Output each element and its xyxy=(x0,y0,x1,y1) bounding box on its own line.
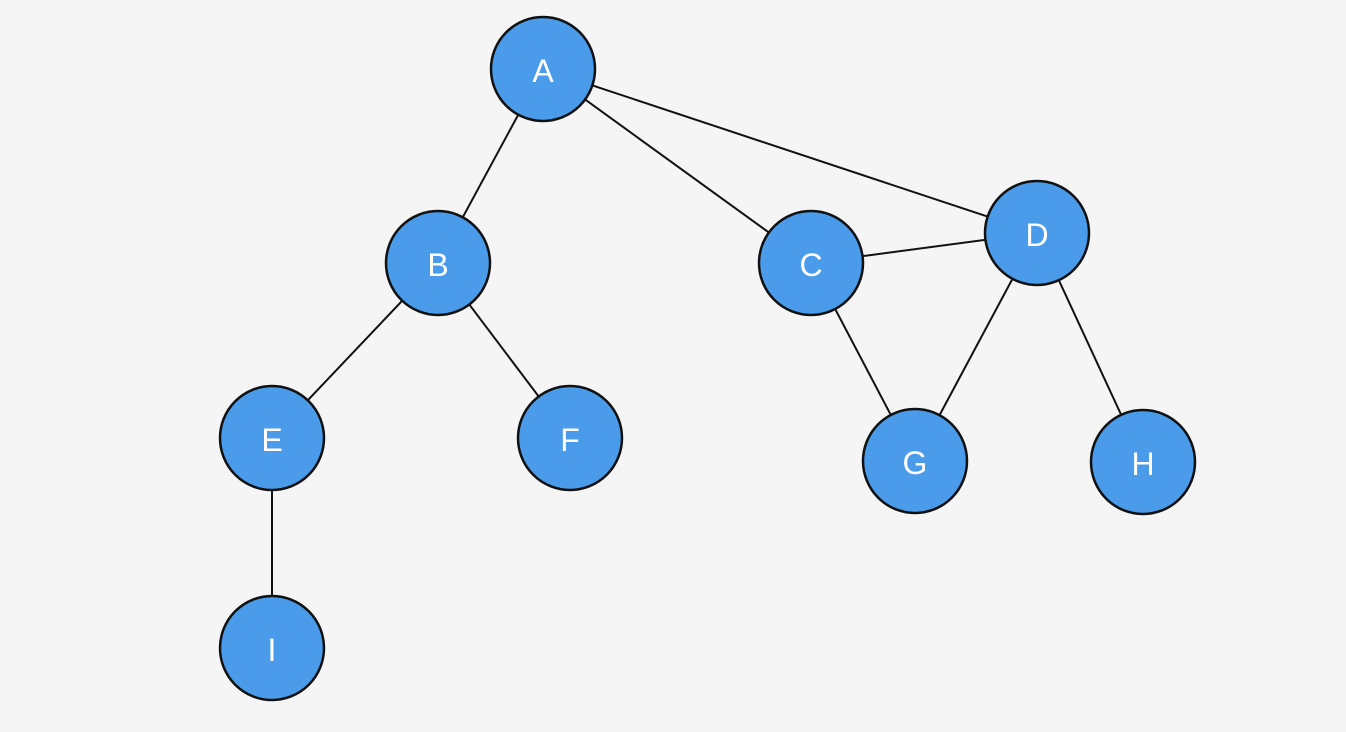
node-H: H xyxy=(1089,408,1197,516)
node-F-circle xyxy=(516,384,624,492)
node-D-label: D xyxy=(1025,217,1048,253)
node-G-circle xyxy=(861,407,969,515)
node-F: F xyxy=(516,384,624,492)
node-B-circle xyxy=(384,209,492,317)
node-H-label: H xyxy=(1131,446,1154,482)
node-H-circle xyxy=(1089,408,1197,516)
node-A: A xyxy=(489,15,597,123)
node-F-label: F xyxy=(560,422,580,458)
node-C: C xyxy=(757,209,865,317)
node-D: D xyxy=(983,179,1091,287)
node-I: I xyxy=(218,594,326,702)
node-I-label: I xyxy=(268,632,277,668)
node-D-circle xyxy=(983,179,1091,287)
node-A-label: A xyxy=(532,53,554,89)
edge-A-D xyxy=(542,68,1038,234)
node-A-circle xyxy=(489,15,597,123)
node-C-label: C xyxy=(799,247,822,283)
node-B-label: B xyxy=(427,247,448,283)
node-G-label: G xyxy=(903,445,928,481)
node-B: B xyxy=(384,209,492,317)
node-G: G xyxy=(861,407,969,515)
edge-A-C xyxy=(542,68,812,264)
node-E: E xyxy=(218,384,326,492)
node-E-label: E xyxy=(261,422,282,458)
node-E-circle xyxy=(218,384,326,492)
node-I-circle xyxy=(218,594,326,702)
node-C-circle xyxy=(757,209,865,317)
